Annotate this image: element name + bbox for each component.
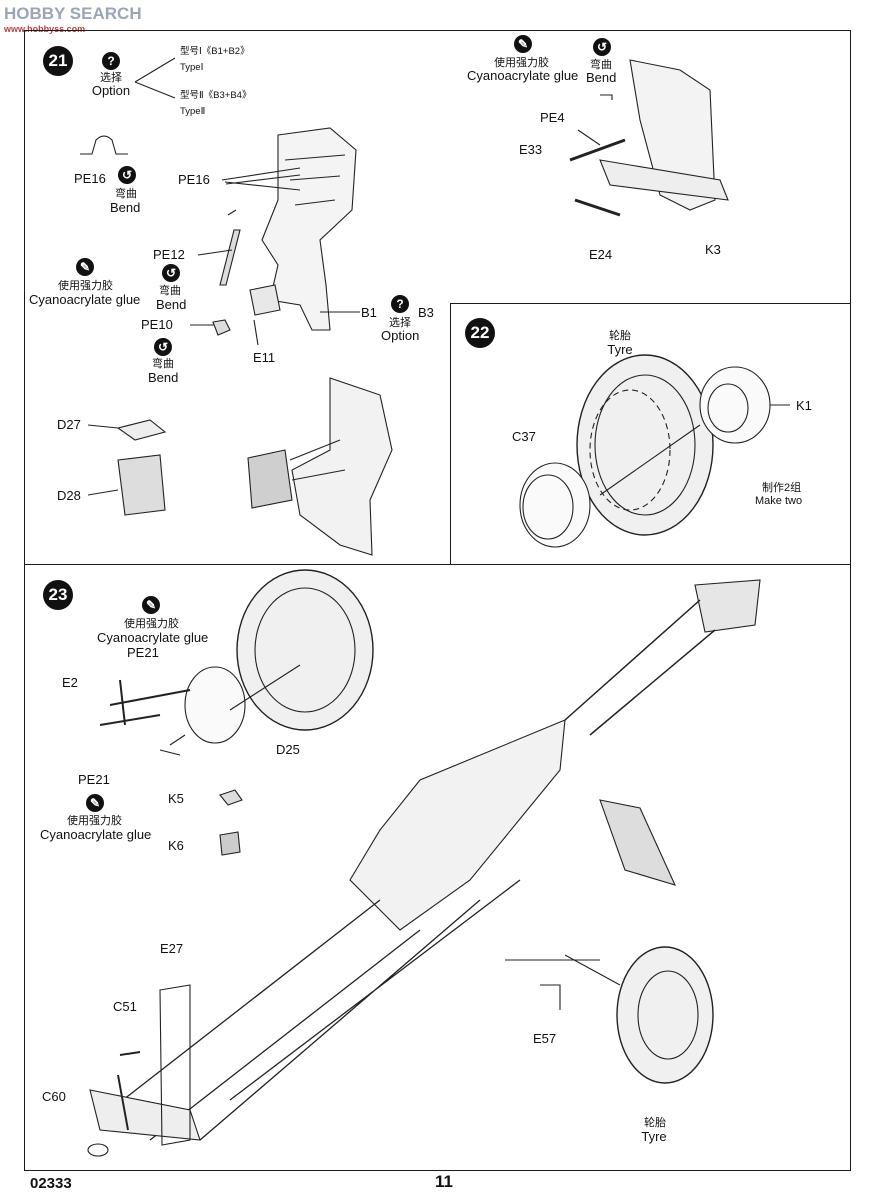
glue2-cn: 使用强力胶 (494, 57, 549, 69)
bend-en: Bend (110, 200, 141, 215)
label-e33: E33 (519, 142, 543, 157)
glue-icon: ✎ (76, 258, 94, 276)
label-c60: C60 (42, 1089, 66, 1104)
glue-icon-2: ✎ (514, 35, 532, 53)
label-pe16-left: PE16 (74, 171, 106, 186)
type1-en: TypeⅠ (180, 62, 204, 73)
label-d28: D28 (57, 488, 81, 503)
tyre-en: Tyre (607, 342, 633, 357)
glue-en: Cyanoacrylate glue (29, 292, 141, 307)
option-icon-2: ? (391, 295, 409, 313)
option-cn: 选择 (100, 72, 122, 84)
glue-icon-3: ✎ (142, 596, 160, 614)
label-b1: B1 (361, 305, 377, 320)
label-e2: E2 (62, 675, 78, 690)
bend3-cn: 弯曲 (152, 358, 174, 370)
step-22-number: 22 (465, 318, 495, 348)
bend2-en: Bend (156, 297, 187, 312)
option2-cn: 选择 (389, 317, 411, 329)
bend-icon-4: ↺ (593, 38, 611, 56)
bend2-cn: 弯曲 (159, 285, 181, 297)
label-pe12: PE12 (153, 247, 185, 262)
type2-cn: 型号Ⅱ《B3+B4》 (180, 90, 252, 101)
tyre2-en: Tyre (641, 1129, 667, 1144)
label-pe21-top: PE21 (127, 645, 159, 660)
bend3-en: Bend (148, 370, 179, 385)
label-e24: E24 (589, 247, 613, 262)
product-code: 02333 (30, 1175, 72, 1192)
label-pe10: PE10 (141, 317, 173, 332)
glue-cn: 使用强力胶 (58, 280, 113, 292)
type2-en: TypeⅡ (180, 106, 206, 117)
glue-icon-4: ✎ (86, 794, 104, 812)
panel-step23 (24, 564, 851, 1171)
glue3-en: Cyanoacrylate glue (97, 630, 209, 645)
step-23-number: 23 (43, 580, 73, 610)
label-pe4: PE4 (540, 110, 565, 125)
label-e11: E11 (253, 350, 276, 365)
watermark-url: www.hobbyss.com (4, 24, 86, 34)
make-en: Make two (755, 495, 803, 507)
label-c37: C37 (512, 429, 536, 444)
label-d25: D25 (276, 742, 300, 757)
bend-cn: 弯曲 (115, 188, 137, 200)
option-icon: ? (102, 52, 120, 70)
bend-icon: ↺ (118, 166, 136, 184)
type1-cn: 型号Ⅰ《B1+B2》 (180, 46, 250, 57)
label-pe21-bottom: PE21 (78, 772, 110, 787)
page-number: 11 (435, 1172, 453, 1191)
bend-icon-3: ↺ (154, 338, 172, 356)
label-e27: E27 (160, 941, 184, 956)
bend4-en: Bend (586, 70, 617, 85)
glue2-en: Cyanoacrylate glue (467, 68, 579, 83)
step-21-number: 21 (43, 46, 73, 76)
label-k1: K1 (796, 398, 812, 413)
label-k6: K6 (168, 838, 184, 853)
label-b3: B3 (418, 305, 434, 320)
tyre-cn: 轮胎 (609, 330, 631, 342)
label-c51: C51 (113, 999, 137, 1014)
option-en: Option (91, 83, 131, 98)
bend-icon-2: ↺ (162, 264, 180, 282)
tyre2-cn: 轮胎 (644, 1117, 666, 1129)
glue4-en: Cyanoacrylate glue (40, 827, 152, 842)
glue3-cn: 使用强力胶 (124, 618, 179, 630)
label-k3: K3 (705, 242, 721, 257)
watermark-brand: HOBBY SEARCH (4, 4, 142, 23)
label-k5: K5 (168, 791, 184, 806)
label-e57: E57 (533, 1031, 557, 1046)
label-d27: D27 (57, 417, 81, 432)
make-cn: 制作2组 (762, 482, 802, 494)
label-pe16-parts: PE16 (178, 172, 210, 187)
bend4-cn: 弯曲 (590, 59, 612, 71)
option2-en: Option (381, 328, 420, 343)
glue4-cn: 使用强力胶 (67, 815, 122, 827)
